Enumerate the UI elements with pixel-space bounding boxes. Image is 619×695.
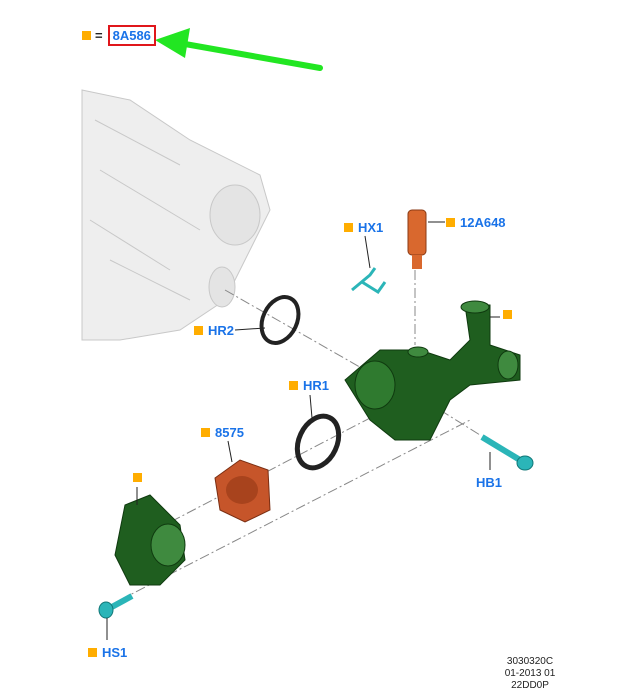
callout-label[interactable]: 12A648 bbox=[460, 215, 506, 230]
diagram-reference: 3030320C 01-2013 01 22DD0P bbox=[500, 656, 560, 692]
callout-hb1[interactable]: HB1 bbox=[476, 475, 502, 490]
reference-code: 3030320C bbox=[506, 656, 554, 667]
marker-icon bbox=[133, 473, 142, 482]
callout-unlabeled-housing[interactable] bbox=[503, 310, 512, 319]
leader-lines bbox=[106, 221, 500, 640]
o-ring-hr2 bbox=[259, 295, 301, 345]
marker-icon bbox=[88, 648, 97, 657]
highlighted-part-number[interactable]: 8A586 bbox=[107, 25, 156, 46]
callout-label[interactable]: 8575 bbox=[215, 425, 244, 440]
reference-id: 22DD0P bbox=[511, 680, 549, 691]
engine-block-ghost bbox=[81, 89, 271, 341]
thermostat-housing-8a586 bbox=[344, 300, 521, 441]
marker-icon bbox=[503, 310, 512, 319]
callout-8575[interactable]: 8575 bbox=[201, 425, 244, 440]
marker-icon bbox=[201, 428, 210, 437]
callout-hx1[interactable]: HX1 bbox=[344, 220, 383, 235]
reference-date: 01-2013 01 bbox=[504, 668, 556, 679]
legend: = 8A586 bbox=[82, 25, 156, 46]
pointer-arrow bbox=[155, 28, 323, 71]
screw-hs1 bbox=[98, 593, 134, 619]
marker-icon bbox=[289, 381, 298, 390]
bolt-hb1 bbox=[480, 434, 534, 471]
assembly-axes bbox=[119, 270, 481, 601]
callout-label[interactable]: HR2 bbox=[208, 323, 235, 338]
marker-icon bbox=[446, 218, 455, 227]
marker-icon bbox=[344, 223, 353, 232]
legend-equals: = bbox=[95, 28, 103, 43]
callout-hs1[interactable]: HS1 bbox=[88, 645, 127, 660]
callout-label[interactable]: HR1 bbox=[303, 378, 330, 393]
o-ring-hr1 bbox=[294, 413, 342, 471]
callout-label[interactable]: HX1 bbox=[358, 220, 384, 235]
callout-hr1[interactable]: HR1 bbox=[289, 378, 329, 393]
callout-label[interactable]: HS1 bbox=[102, 645, 128, 660]
thermostat-8575 bbox=[214, 459, 271, 523]
retaining-clip-hx1 bbox=[351, 267, 387, 295]
thermostat-cover bbox=[114, 494, 186, 586]
callout-label[interactable]: HB1 bbox=[476, 475, 503, 490]
temperature-sensor-12a648 bbox=[407, 209, 427, 269]
marker-icon bbox=[82, 31, 91, 40]
marker-icon bbox=[194, 326, 203, 335]
callout-unlabeled-cover[interactable] bbox=[133, 473, 142, 482]
callout-12a648[interactable]: 12A648 bbox=[446, 215, 506, 230]
callout-hr2[interactable]: HR2 bbox=[194, 323, 234, 338]
